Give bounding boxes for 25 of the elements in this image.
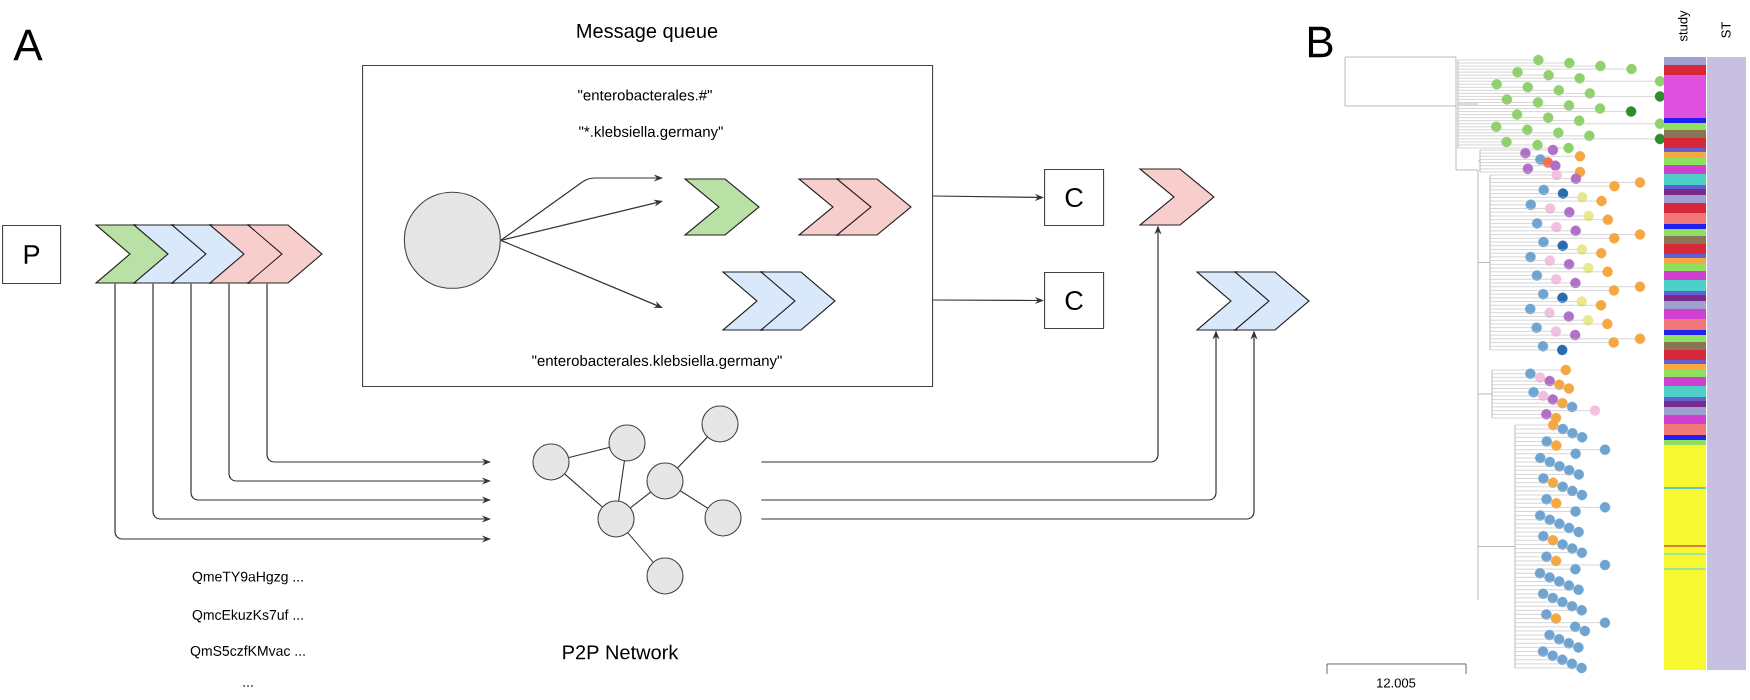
hash-text: QmS5czfKMvac ... — [190, 645, 305, 659]
message-block — [835, 178, 912, 236]
routing-key: "enterobacterales.#" — [578, 89, 712, 101]
letter-box: C — [1044, 169, 1105, 227]
hash-text: QmeTY9aHgzg ... — [192, 571, 303, 585]
routing-key: "enterobacterales.klebsiella.germany" — [532, 355, 782, 369]
scale-label: 12.005 — [1377, 678, 1416, 688]
exchange-circle — [403, 191, 501, 289]
arrow — [500, 239, 663, 308]
letter-box: C — [1044, 272, 1105, 330]
network-label: P2P Network — [563, 644, 679, 660]
routing-key: "*.klebsiella.germany" — [579, 126, 723, 140]
column-header: study — [1677, 10, 1691, 42]
ellipsis-text: ... — [243, 685, 253, 687]
message-block — [759, 271, 836, 331]
message-block — [683, 178, 760, 236]
message-block — [1233, 271, 1310, 331]
hash-text: QmcEkuzKs7uf ... — [192, 609, 303, 623]
column-header: ST — [1721, 22, 1731, 38]
box-title: Message queue — [577, 24, 718, 42]
panel-label: A — [13, 29, 43, 61]
panel-label: B — [1308, 26, 1333, 58]
message-block — [246, 224, 323, 284]
letter-box: P — [2, 225, 62, 285]
message-block — [1138, 168, 1215, 226]
